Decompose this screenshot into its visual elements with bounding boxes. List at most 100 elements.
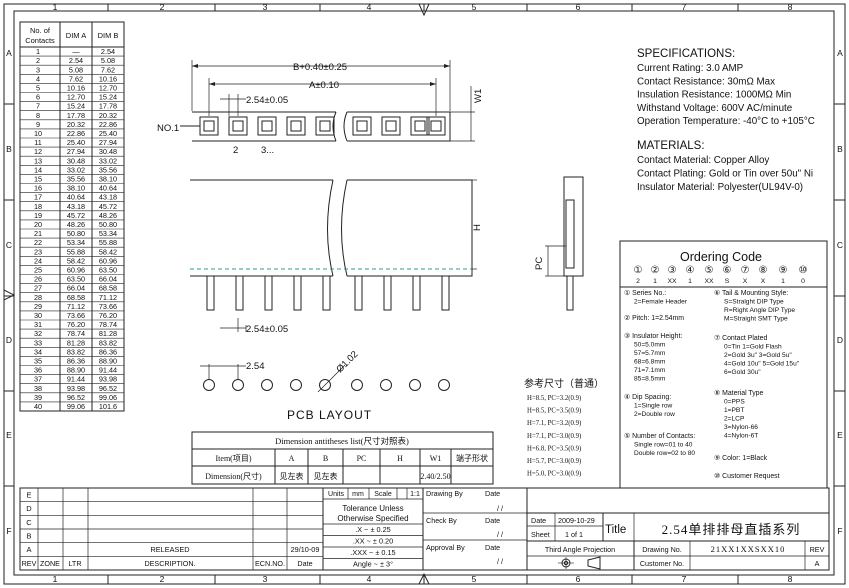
rev-a-description: RELEASED: [151, 545, 190, 554]
table-cell-contacts: 15: [34, 175, 42, 184]
table-cell-dim-b: 73.66: [99, 302, 117, 311]
table-cell-dim-a: 53.34: [67, 238, 85, 247]
dim-list-header: A: [289, 454, 295, 463]
ordering-code-value: 1: [688, 278, 692, 285]
pin: [264, 275, 273, 311]
ordering-right-line: 3=Nylon-66: [724, 424, 758, 431]
rev-footer-label: ZONE: [40, 559, 60, 568]
ordering-digit: ⑧: [759, 265, 768, 276]
front-break-lines: [327, 179, 348, 277]
pin2-label: 2: [233, 145, 238, 156]
dim-list-header: 端子形状: [456, 453, 488, 463]
table-cell-dim-a: 66.04: [67, 284, 85, 293]
pin: [293, 275, 302, 311]
ordering-left-line: 85=8.5mm: [634, 376, 666, 383]
pin: [235, 275, 244, 311]
pcb-hole: [380, 379, 392, 391]
ordering-right-head: ⑦ Contact Plated: [714, 334, 767, 342]
ordering-left-head: ⑤ Number of Contacts:: [624, 432, 695, 440]
table-cell-contacts: 38: [34, 384, 42, 393]
table-cell-dim-b: 83.82: [99, 338, 117, 347]
table-cell-dim-b: 50.80: [99, 220, 117, 229]
contact-opening: [381, 116, 401, 136]
title-label: Title: [605, 524, 626, 536]
center-mark-bottom: [418, 572, 430, 585]
ordering-left-line: 50=5.0mm: [634, 342, 666, 349]
table-frame: [19, 21, 125, 412]
table-cell-contacts: 9: [36, 120, 40, 129]
table-cell-dim-b: 25.40: [99, 129, 117, 138]
table-cell-contacts: 5: [36, 84, 40, 93]
table-cell-contacts: 25: [34, 266, 42, 275]
ordering-right-line: M=Straight SMT Type: [724, 316, 788, 323]
table-cell-dim-b: 91.44: [99, 366, 117, 375]
pcb-hole: [351, 379, 363, 391]
table-cell-contacts: 29: [34, 302, 42, 311]
dim-arrow: [209, 82, 215, 86]
table-cell-contacts: 18: [34, 202, 42, 211]
side-contact: [565, 199, 575, 269]
contact-opening: [352, 116, 372, 136]
drawing-by-label: Drawing By: [426, 489, 463, 498]
table-cell-contacts: 1: [36, 47, 40, 56]
column-label: 3: [263, 2, 268, 12]
customer-no-label: Customer No.: [640, 559, 684, 568]
ordering-right-head: ⑩ Customer Request: [714, 472, 780, 480]
pcb-layout-view: [200, 364, 450, 393]
rev-footer-label: REV: [22, 559, 37, 568]
row-label: F: [6, 526, 11, 536]
reference-line: H=7.1, PC=3.2(0.9): [527, 420, 581, 427]
h-label: H: [472, 224, 483, 231]
pitch-top-label: 2.54±0.05: [246, 95, 288, 106]
table-cell-dim-a: 2.54: [69, 56, 83, 65]
table-cell-contacts: 35: [34, 357, 42, 366]
contact-opening-inner: [319, 120, 331, 132]
rev-row-letter: A: [26, 545, 31, 554]
reference-line: H=5.0, PC=3.0(0.9): [527, 471, 581, 478]
ordering-left-head: ① Series No.:: [624, 289, 666, 297]
ordering-digit: ⑤: [705, 265, 714, 276]
table-cell-dim-b: 43.18: [99, 193, 117, 202]
date-slash: / /: [497, 557, 503, 566]
dim-list-header: PC: [357, 454, 367, 463]
table-cell-contacts: 26: [34, 275, 42, 284]
pcb-hole: [290, 379, 302, 391]
table-cell-contacts: 20: [34, 220, 42, 229]
row-label: F: [837, 526, 842, 536]
pcb-hole: [319, 379, 331, 391]
table-cell-dim-b: 30.48: [99, 147, 117, 156]
date-label: Date: [485, 543, 500, 552]
ordering-digit: ⑨: [779, 265, 788, 276]
table-cell-dim-b: 63.50: [99, 266, 117, 275]
rev-row-letter: C: [26, 518, 32, 527]
ordering-code-value: 0: [801, 278, 805, 285]
contact-opening-inner: [203, 120, 215, 132]
table-cell-dim-a: 91.44: [67, 375, 85, 384]
ordering-right-line: R=Right Angle DIP Type: [724, 307, 795, 314]
table-cell-dim-b: 76.20: [99, 311, 117, 320]
tolerance-line: Angle ~ ± 3°: [353, 560, 393, 569]
side-view: [545, 176, 584, 311]
units-value: mm: [352, 491, 364, 498]
table-cell-dim-b: 66.04: [99, 275, 117, 284]
dim-list-title: Dimension antitheses list(尺寸对照表): [275, 436, 409, 446]
contact-opening: [286, 116, 306, 136]
ordering-code-value: XX: [704, 278, 714, 285]
dim-list-cell: 见左表: [280, 471, 304, 481]
table-cell-contacts: 36: [34, 366, 42, 375]
contact-opening: [257, 116, 277, 136]
check-by-label: Check By: [426, 516, 457, 525]
table-cell-dim-a: 33.02: [67, 165, 85, 174]
row-label: C: [6, 240, 12, 250]
pin3-label: 3...: [261, 145, 274, 156]
table-cell-contacts: 6: [36, 93, 40, 102]
hole-leader: [317, 364, 346, 393]
table-cell-contacts: 17: [34, 193, 42, 202]
contact-opening-inner: [261, 120, 273, 132]
pin: [354, 275, 363, 311]
reference-title: 参考尺寸（普通）: [524, 377, 604, 390]
column-label: 2: [160, 574, 165, 584]
ordering-right-head: ⑧ Material Type: [714, 389, 763, 397]
ordering-code-value: X: [743, 278, 748, 285]
top-break-lines: [332, 111, 348, 142]
